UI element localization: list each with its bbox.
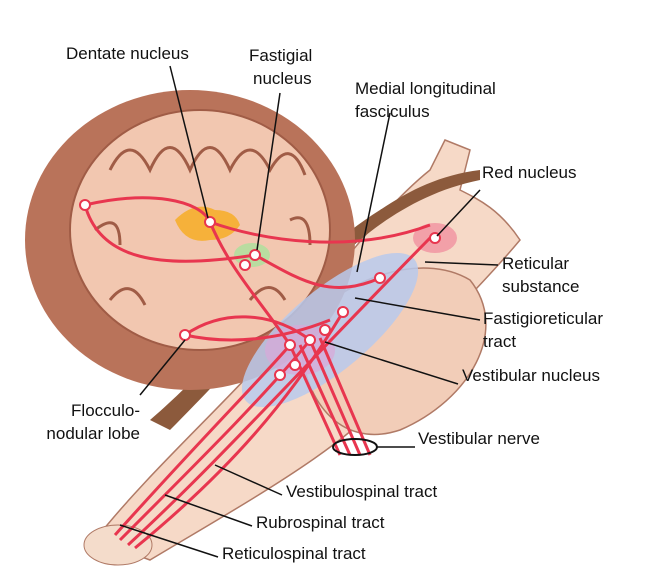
label-dentate-nucleus: Dentate nucleus: [66, 44, 189, 63]
label-red-nucleus: Red nucleus: [482, 163, 577, 182]
label-vestibulospinal-tract: Vestibulospinal tract: [286, 482, 438, 501]
label-line: Medial longitudinal: [355, 79, 496, 98]
label-line: nodular lobe: [46, 424, 140, 443]
label-line: substance: [502, 277, 580, 296]
label-line: Flocculo-: [71, 401, 140, 420]
label-line: tract: [483, 332, 517, 351]
label-reticular-substance: Reticular substance: [502, 252, 580, 298]
leader-lines: [119, 65, 499, 558]
label-fastigioreticular-tract: Fastigioreticular tract: [483, 307, 603, 353]
label-vestibular-nerve: Vestibular nerve: [418, 429, 540, 448]
label-rubrospinal-tract: Rubrospinal tract: [256, 513, 385, 532]
label-line: Fastigial: [249, 46, 313, 65]
label-vestibular-nucleus: Vestibular nucleus: [462, 366, 600, 385]
label-line: Reticular: [502, 254, 570, 273]
cerebellar-folia: [94, 146, 312, 306]
label-line: nucleus: [253, 69, 312, 88]
label-flocculonodular-lobe: Flocculo-nodular lobe: [40, 399, 140, 445]
label-medial-longitudinal-fasciculus: Medial longitudinal fasciculus: [355, 77, 496, 123]
label-line: Fastigioreticular: [483, 309, 603, 328]
spinal-cord-section: [83, 524, 153, 566]
label-reticulospinal-tract: Reticulospinal tract: [222, 544, 366, 563]
label-line: fasciculus: [355, 102, 430, 121]
label-fastigial-nucleus: Fastigial nucleus: [249, 44, 312, 90]
